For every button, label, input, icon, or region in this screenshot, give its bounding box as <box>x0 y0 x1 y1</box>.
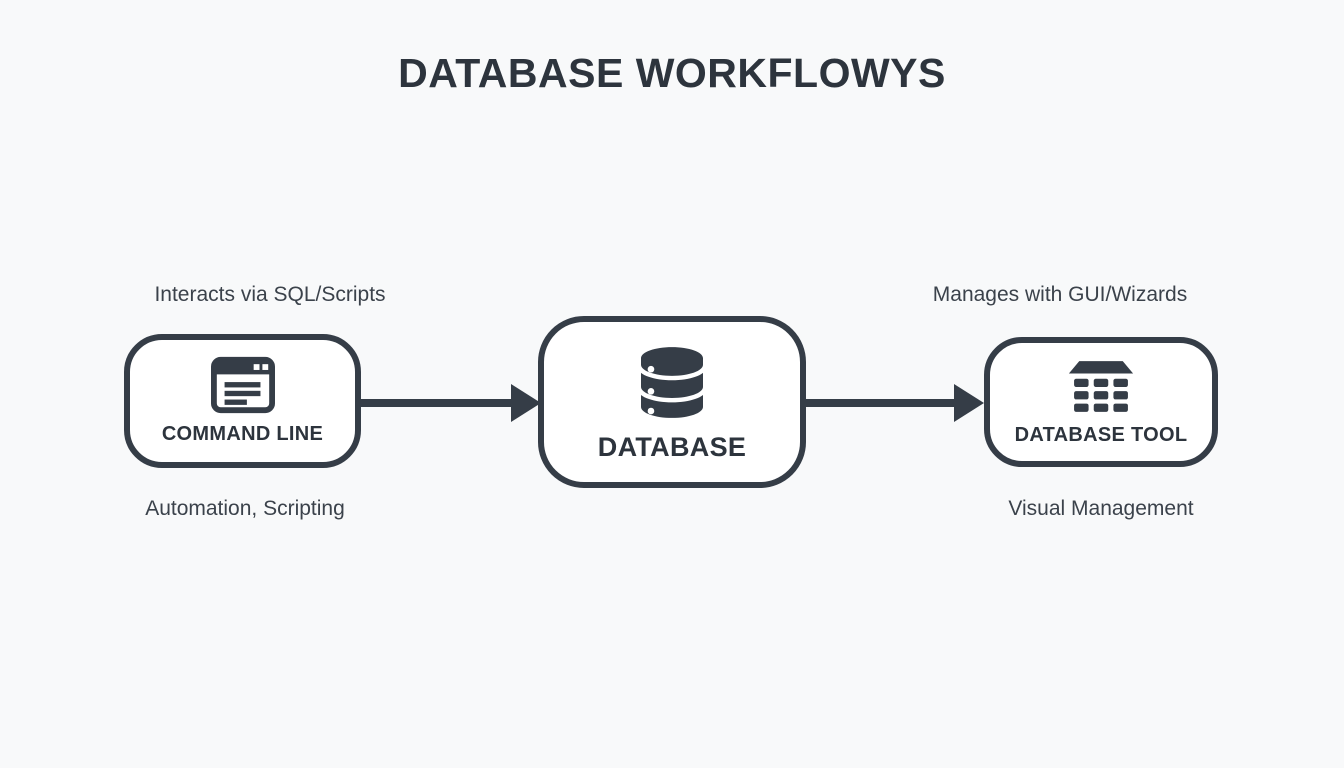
caption-command-line-bottom: Automation, Scripting <box>145 497 345 520</box>
node-command-line-label: COMMAND LINE <box>161 423 324 445</box>
caption-database-tool-top: Manages with GUI/Wizards <box>932 283 1188 306</box>
arrow-head-icon <box>954 384 984 422</box>
node-database: DATABASE <box>538 316 806 488</box>
arrow-shaft <box>806 399 956 407</box>
terminal-window-icon <box>210 356 275 414</box>
node-database-label: DATABASE <box>597 432 747 462</box>
diagram-title: DATABASE WORKFLOWYS <box>398 50 946 96</box>
database-icon <box>641 341 703 424</box>
arrow-head-icon <box>511 384 541 422</box>
node-database-tool: DATABASE TOOL <box>984 337 1218 467</box>
caption-database-tool-bottom: Visual Management <box>1008 497 1194 520</box>
table-grid-icon <box>1066 358 1136 416</box>
node-database-tool-label: DATABASE TOOL <box>1014 423 1188 446</box>
node-command-line: COMMAND LINE <box>124 334 361 468</box>
caption-command-line-top: Interacts via SQL/Scripts <box>154 283 386 306</box>
arrow-shaft <box>361 399 513 407</box>
